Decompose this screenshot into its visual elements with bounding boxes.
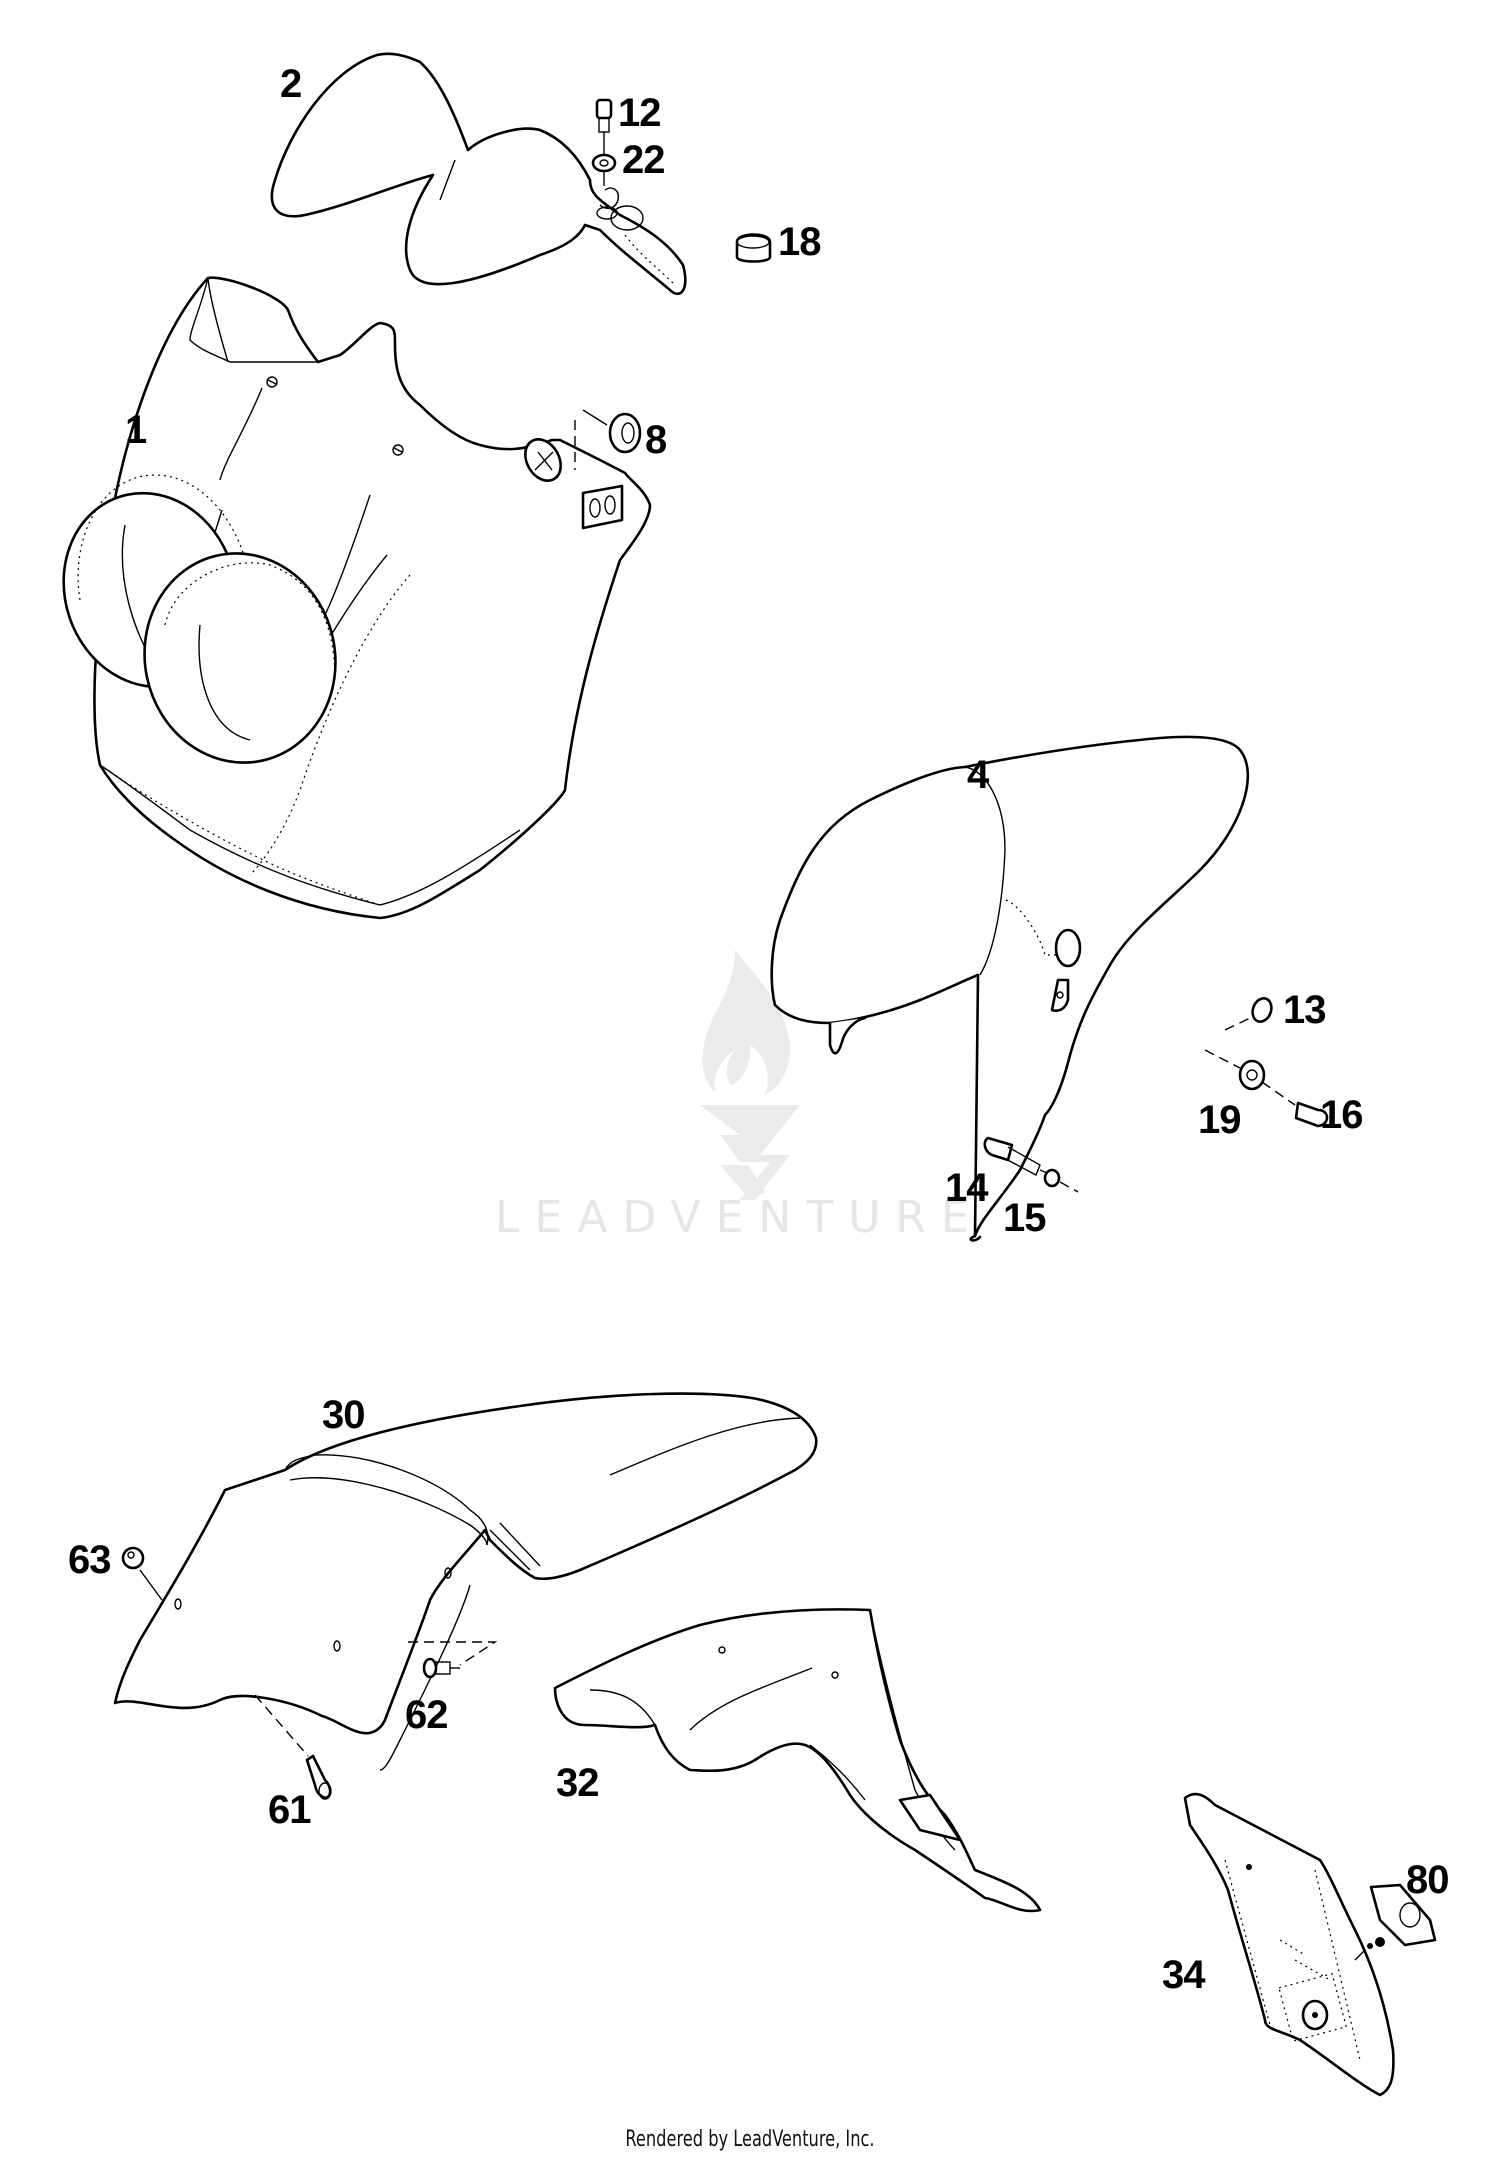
part-2-windshield[interactable] — [270, 52, 687, 296]
part-16-screw[interactable] — [1261, 1081, 1329, 1128]
callout-34[interactable]: 34 — [1162, 1953, 1205, 1997]
part-30-rear-fender[interactable] — [113, 1392, 818, 1771]
part-8-grommet[interactable] — [582, 409, 642, 454]
callout-16[interactable]: 16 — [1320, 1093, 1363, 1137]
part-1-headlight-mask[interactable] — [39, 276, 652, 920]
part-15-washer[interactable] — [1043, 1168, 1079, 1193]
callout-18[interactable]: 18 — [778, 220, 821, 264]
callout-62[interactable]: 62 — [405, 1693, 448, 1737]
part-14-screw[interactable] — [983, 1136, 1048, 1176]
part-22-washer[interactable] — [591, 153, 617, 186]
part-34-license-plate-holder[interactable] — [1183, 1792, 1395, 2097]
watermark-text: LEADVENTURE — [495, 1192, 984, 1243]
part-12-screw[interactable] — [595, 98, 613, 155]
callout-8[interactable]: 8 — [645, 418, 667, 462]
callout-2[interactable]: 2 — [280, 62, 302, 106]
callout-30[interactable]: 30 — [322, 1393, 365, 1437]
callout-80[interactable]: 80 — [1406, 1858, 1449, 1902]
part-18-cap[interactable] — [735, 233, 772, 263]
leadventure-logo-watermark — [700, 950, 800, 1200]
part-19-washer[interactable] — [1204, 1049, 1266, 1091]
callout-13[interactable]: 13 — [1283, 988, 1326, 1032]
callout-61[interactable]: 61 — [268, 1788, 311, 1832]
callout-63[interactable]: 63 — [68, 1538, 111, 1582]
callout-22[interactable]: 22 — [622, 138, 665, 182]
callout-12[interactable]: 12 — [618, 91, 661, 135]
footer-credit: Rendered by LeadVenture, Inc. — [625, 2127, 875, 2152]
part-63-nut[interactable] — [121, 1546, 163, 1601]
callout-19[interactable]: 19 — [1198, 1098, 1241, 1142]
callout-4[interactable]: 4 — [967, 753, 989, 797]
callout-32[interactable]: 32 — [556, 1761, 599, 1805]
callout-1[interactable]: 1 — [125, 408, 147, 452]
part-13-washer[interactable] — [1224, 996, 1275, 1031]
part-61-screw[interactable] — [254, 1694, 332, 1800]
callout-14[interactable]: 14 — [945, 1166, 988, 1210]
part-4-front-fender[interactable] — [770, 735, 1250, 1242]
callout-15[interactable]: 15 — [1003, 1196, 1046, 1240]
part-62-screw[interactable] — [422, 1657, 462, 1679]
part-32-side-panel[interactable] — [553, 1608, 1042, 1913]
part-80-reflector[interactable] — [1354, 1883, 1437, 1961]
